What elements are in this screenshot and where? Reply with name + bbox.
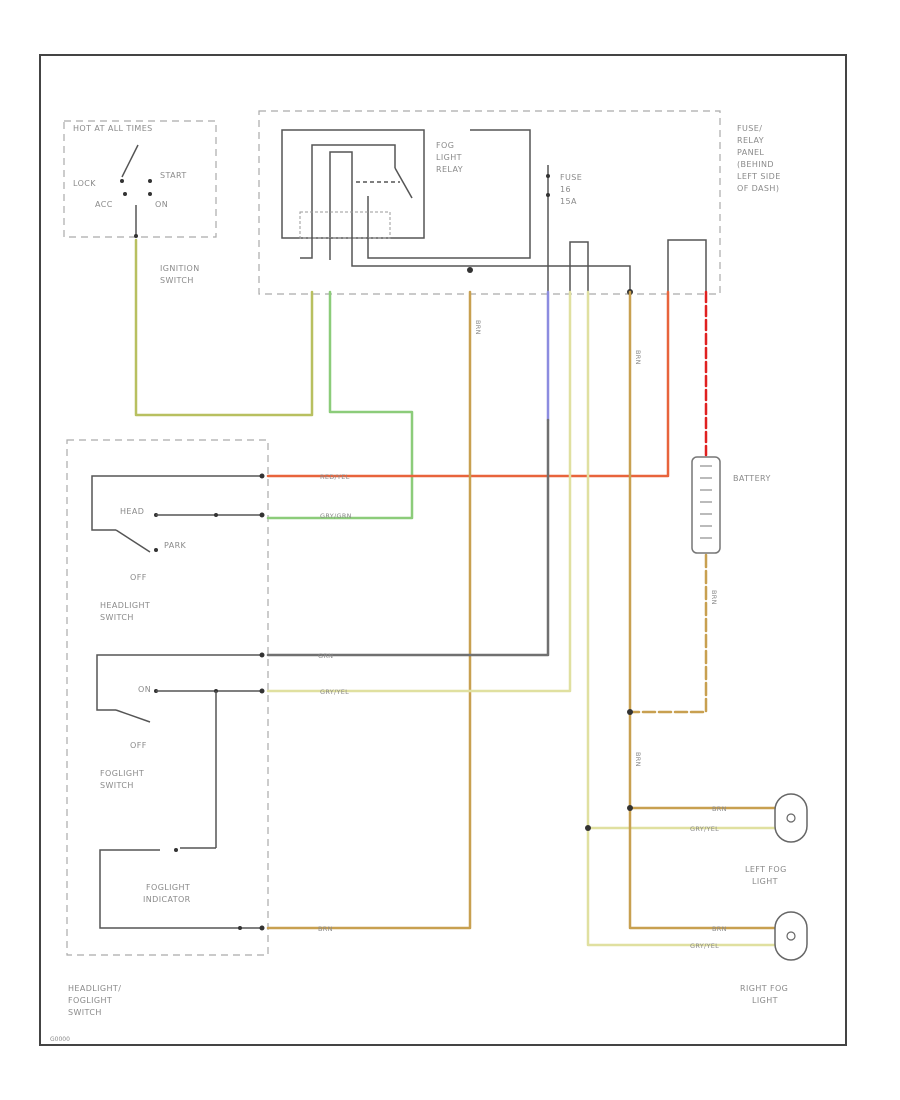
assembly-name-line2: FOGLIGHT <box>68 996 112 1005</box>
panel-label-line2: RELAY <box>737 136 764 145</box>
indicator-name-line1: FOGLIGHT <box>146 883 190 892</box>
ignition-name-line1: IGNITION <box>160 264 200 273</box>
panel-label-line3: PANEL <box>737 148 764 157</box>
battery-label: BATTERY <box>733 474 771 483</box>
relay-label-line2: LIGHT <box>436 153 462 162</box>
foglight-indicator: FOGLIGHT INDICATOR <box>99 847 265 931</box>
right-fog-light: RIGHT FOG LIGHT <box>740 911 808 1005</box>
ignition-name-line2: SWITCH <box>160 276 194 285</box>
ignition-switch-box <box>63 120 217 238</box>
wire-label-brn-ground: BRN <box>634 350 642 365</box>
foglight-on-label: ON <box>138 685 151 694</box>
ignition-lock-label: LOCK <box>73 179 96 188</box>
wire-red-yel <box>266 290 670 478</box>
wire-label-right-brn: BRN <box>712 925 727 933</box>
fuse-label-line1: FUSE <box>560 173 582 182</box>
headlight-foglight-switch-box <box>66 439 269 956</box>
fuse-label-line3: 15A <box>560 197 577 206</box>
foglight-name-line2: SWITCH <box>100 781 134 790</box>
headlight-park-label: PARK <box>164 541 187 550</box>
headlight-name-line1: HEADLIGHT <box>100 601 150 610</box>
wire-label-red-yel: RED/YEL <box>320 473 350 481</box>
wire-brn-ground <box>628 290 777 930</box>
wire-label-brn-indicator: BRN <box>318 925 333 933</box>
panel-label-line1: FUSE/ <box>737 124 762 133</box>
panel-label-line4: (BEHIND <box>737 160 774 169</box>
relay-label-line1: FOG <box>436 141 454 150</box>
assembly-name-line1: HEADLIGHT/ <box>68 984 121 993</box>
wire-label-left-brn: BRN <box>712 805 727 813</box>
panel-label-line6: OF DASH) <box>737 184 779 193</box>
left-fog-light: LEFT FOG LIGHT <box>745 793 808 886</box>
ignition-start-label: START <box>160 171 187 180</box>
headlight-off-label: OFF <box>130 573 147 582</box>
foglight-name-line1: FOGLIGHT <box>100 769 144 778</box>
wire-ignition-feed <box>134 238 314 417</box>
ignition-on-label: ON <box>155 200 168 209</box>
relay-label-line3: RELAY <box>436 165 463 174</box>
left-fog-name-line2: LIGHT <box>752 877 778 886</box>
wire-battery-ground <box>628 553 708 714</box>
wire-label-left-gry: GRY/YEL <box>690 825 719 833</box>
wire-gry-yel-switch <box>266 290 572 693</box>
wire-label-gry-grn: GRY/GRN <box>320 512 352 520</box>
foglight-off-label: OFF <box>130 741 147 750</box>
assembly-name-line3: SWITCH <box>68 1008 102 1017</box>
wire-label-brn-battery: BRN <box>710 590 718 605</box>
ignition-acc-label: ACC <box>95 200 113 209</box>
foglight-switch: ON OFF FOGLIGHT SWITCH <box>96 652 265 848</box>
splice-dot <box>627 709 633 715</box>
fuse-relay-panel-box <box>258 110 721 295</box>
wire-label-right-gry: GRY/YEL <box>690 942 719 950</box>
wire-label-brn-lower: BRN <box>634 752 642 767</box>
left-fog-name-line1: LEFT FOG <box>745 865 787 874</box>
footer-code: G0000 <box>50 1036 70 1043</box>
diagram-frame <box>39 54 847 1046</box>
panel-label-line5: LEFT SIDE <box>737 172 781 181</box>
headlight-head-label: HEAD <box>120 507 144 516</box>
ignition-switch: HOT AT ALL TIMES LOCK START ACC ON IGNIT… <box>73 124 200 285</box>
wire-label-grn: GRN <box>318 652 333 660</box>
right-fog-name-line1: RIGHT FOG <box>740 984 788 993</box>
wire-grn <box>266 418 550 657</box>
right-fog-name-line2: LIGHT <box>752 996 778 1005</box>
wire-brn-indicator <box>266 290 472 930</box>
ignition-title-label: HOT AT ALL TIMES <box>73 124 153 133</box>
headlight-switch: HEAD PARK OFF HEADLIGHT SWITCH <box>91 473 265 622</box>
wire-label-gry-yel: GRY/YEL <box>320 688 349 696</box>
wire-gry-grn <box>266 290 414 520</box>
splice-dot <box>585 825 591 831</box>
wire-label-brn-vertical: BRN <box>474 320 482 335</box>
indicator-name-line2: INDICATOR <box>143 895 191 904</box>
headlight-name-line2: SWITCH <box>100 613 134 622</box>
battery <box>691 456 721 554</box>
splice-dot <box>627 805 633 811</box>
fuse-label-line2: 16 <box>560 185 571 194</box>
wire-gry-yel-lights <box>586 290 777 947</box>
fog-light-relay: FOG LIGHT RELAY <box>281 129 463 239</box>
